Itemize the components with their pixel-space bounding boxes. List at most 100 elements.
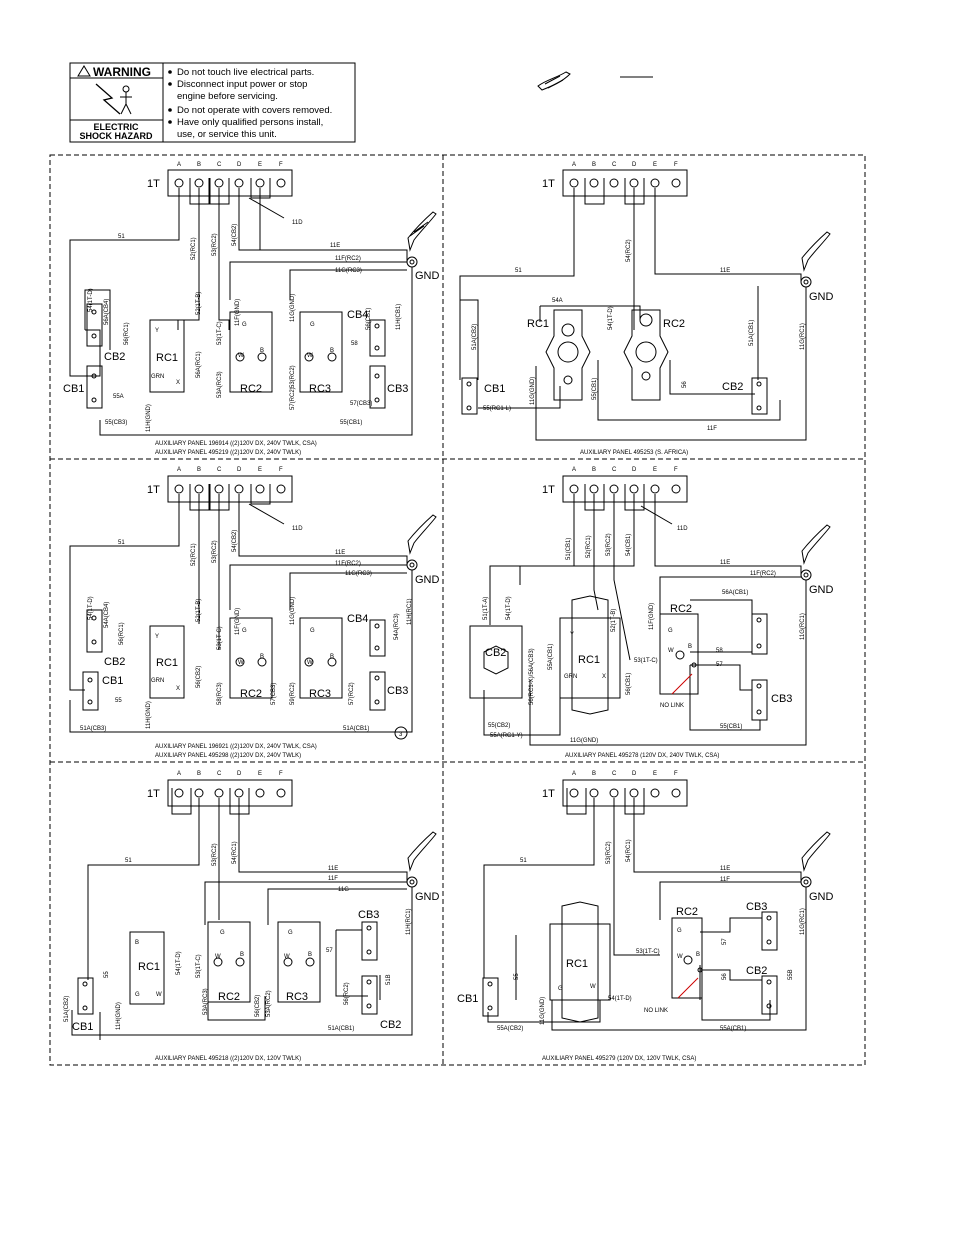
svg-text:51: 51 [125, 858, 132, 864]
svg-text:59(RC2): 59(RC2) [290, 682, 296, 705]
svg-text:56(CB1): 56(CB1) [366, 308, 372, 330]
svg-text:11H(GND): 11H(GND) [146, 701, 152, 729]
hazard-label-1: ELECTRIC [94, 122, 140, 132]
svg-text:CB3: CB3 [771, 693, 792, 705]
breaker-cb2: CB2 [746, 965, 778, 1015]
breaker-cb2: CB2 [722, 377, 768, 415]
terminal-strip-1t: A B C D E F 1T [147, 467, 293, 503]
breaker-cb3: CB3 [358, 909, 379, 961]
svg-text:CB2: CB2 [104, 351, 125, 363]
svg-text:NO LINK: NO LINK [660, 703, 684, 709]
svg-text:53(RC2): 53(RC2) [290, 365, 296, 388]
svg-text:CB2: CB2 [722, 381, 743, 393]
svg-text:F: F [674, 162, 678, 168]
svg-text:54(1T-D): 54(1T-D) [88, 596, 94, 620]
svg-text:CB3: CB3 [746, 901, 767, 913]
svg-text:X: X [176, 686, 180, 692]
panel-196914: A B C D E F 1T 11D GND 51 52(RC1) 53(RC2… [63, 162, 440, 456]
svg-text:G: G [677, 928, 682, 934]
svg-text:RC2: RC2 [663, 318, 685, 330]
svg-text:11G: 11G [338, 887, 349, 893]
svg-text:C: C [217, 771, 222, 777]
breaker-cb1: CB1 [63, 365, 103, 409]
svg-text:51B: 51B [386, 974, 392, 985]
svg-text:53(1T-C): 53(1T-C) [217, 321, 223, 345]
receptacle-rc2: RC2 [623, 309, 685, 401]
svg-text:E: E [653, 162, 657, 168]
relay-rc2: RC2 G W B [229, 617, 273, 700]
svg-text:F: F [279, 771, 283, 777]
breaker-cb3: CB3 [369, 365, 408, 409]
svg-text:53(RC2): 53(RC2) [212, 540, 218, 563]
svg-text:56(CB2): 56(CB2) [196, 666, 202, 688]
svg-text:1T: 1T [147, 788, 160, 800]
warning-item-2b: engine before servicing. [177, 91, 278, 102]
svg-text:56(RC1): 56(RC1) [124, 322, 130, 345]
svg-text:58: 58 [716, 648, 723, 654]
svg-text:52(RC1): 52(RC1) [191, 543, 197, 566]
svg-text:53(RC2): 53(RC2) [212, 843, 218, 866]
svg-text:GND: GND [415, 574, 440, 586]
svg-text:B: B [197, 771, 201, 777]
svg-text:11E: 11E [330, 243, 340, 249]
svg-text:55(CB2): 55(CB2) [488, 723, 510, 729]
svg-text:E: E [258, 771, 262, 777]
svg-text:W: W [284, 954, 290, 960]
svg-text:11G(GND): 11G(GND) [530, 377, 536, 405]
relay-rc1: RC1 Y X GRN [149, 625, 185, 699]
svg-text:X: X [176, 380, 180, 386]
svg-text:G: G [288, 930, 293, 936]
breaker-cb2: CB2 [86, 303, 125, 363]
ground-symbol: GND [406, 211, 440, 282]
svg-text:W: W [307, 353, 313, 359]
svg-text:RC3: RC3 [309, 383, 331, 395]
svg-text:55: 55 [514, 973, 520, 980]
panel-caption-2: AUXILIARY PANEL 495219 ((2)120V DX, 240V… [155, 450, 301, 456]
svg-text:CB2: CB2 [104, 656, 125, 668]
relay-rc1: RC1 Y X GRN [149, 319, 185, 393]
svg-text:55(CB1): 55(CB1) [340, 420, 362, 426]
svg-text:3: 3 [399, 732, 403, 738]
svg-text:54(RC2): 54(RC2) [626, 239, 632, 262]
svg-text:11F(RC2): 11F(RC2) [335, 256, 361, 262]
svg-text:53(1T-C): 53(1T-C) [634, 658, 658, 664]
svg-text:58(RC3): 58(RC3) [217, 682, 223, 705]
svg-text:B: B [240, 952, 244, 958]
svg-text:E: E [653, 467, 657, 473]
panel-caption: AUXILIARY PANEL 196921 ((2)120V DX, 240V… [155, 744, 317, 750]
svg-text:RC2: RC2 [670, 603, 692, 615]
svg-text:11G(GND): 11G(GND) [290, 597, 296, 625]
receptacle-rc1: RC1 G W [549, 901, 611, 1023]
warning-item-4b: use, or service this unit. [177, 129, 277, 140]
svg-text:56A(CB1): 56A(CB1) [722, 590, 748, 596]
panel-caption: AUXILIARY PANEL 196914 ((2)120V DX, 240V… [155, 441, 317, 447]
svg-text:54A: 54A [552, 298, 563, 304]
svg-text:F: F [279, 162, 283, 168]
svg-text:11G(RC3): 11G(RC3) [345, 571, 372, 577]
svg-text:11E: 11E [720, 866, 730, 872]
svg-text:Y: Y [155, 328, 159, 334]
svg-text:G: G [558, 986, 563, 992]
terminal-label: 1T [147, 178, 160, 190]
svg-text:W: W [590, 984, 596, 990]
svg-text:55A(CB1): 55A(CB1) [720, 1026, 746, 1032]
svg-text:52(1T-B): 52(1T-B) [611, 609, 617, 632]
relay-rc2: RC2 G W B [671, 906, 703, 999]
svg-text:51: 51 [118, 540, 125, 546]
svg-text:11G(RC1): 11G(RC1) [800, 908, 806, 935]
terminal-strip-1t: A B C D E F 1T [542, 162, 688, 197]
svg-text:57(CB3): 57(CB3) [350, 401, 372, 407]
relay-rc3: RC3 G W B [299, 617, 343, 700]
svg-text:F: F [674, 771, 678, 777]
svg-text:11G(GND): 11G(GND) [570, 738, 598, 744]
svg-text:A: A [572, 162, 576, 168]
breaker-cb3 [751, 613, 768, 655]
svg-text:B: B [330, 348, 334, 354]
svg-text:B: B [592, 162, 596, 168]
svg-text:1T: 1T [542, 178, 555, 190]
warning-item-1: Do not touch live electrical parts. [177, 67, 314, 78]
svg-text:54A(CB4): 54A(CB4) [104, 602, 110, 628]
panel-495278: A B C D E F 1T 11D GND 51(CB1) 52(RC1) 5… [469, 467, 834, 759]
svg-text:CB3: CB3 [387, 685, 408, 697]
